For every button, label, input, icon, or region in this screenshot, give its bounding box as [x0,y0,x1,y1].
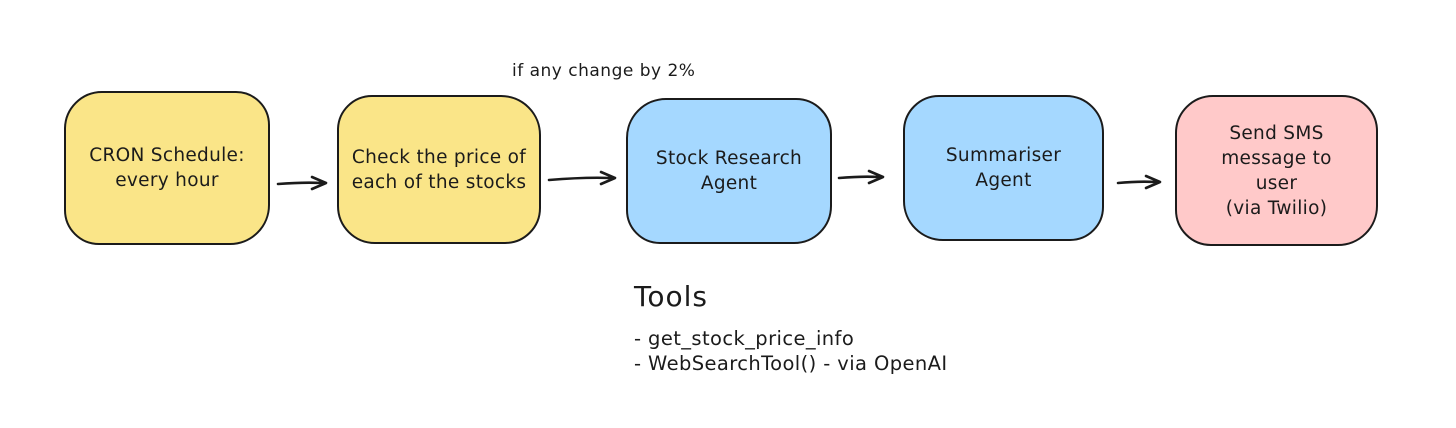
flow-node-cron-schedule: CRON Schedule: every hour [64,91,270,245]
arrow-icon [547,170,617,186]
flow-node-send-sms: Send SMS message to user (via Twilio) [1175,95,1378,246]
flow-node-check-price: Check the price of each of the stocks [337,95,541,244]
flow-node-stock-research-agent: Stock Research Agent [626,98,832,244]
edge-condition-label: if any change by 2% [512,61,696,81]
tools-item: - get_stock_price_info [634,327,855,350]
tools-title: Tools [634,280,708,313]
tools-section: Tools - get_stock_price_info - WebSearch… [634,280,948,376]
arrow-icon [837,169,885,185]
tools-item: - WebSearchTool() - via OpenAI [634,352,948,375]
arrow-icon [1116,174,1162,190]
flow-node-summariser-agent: Summariser Agent [903,95,1104,241]
arrow-icon [276,175,328,191]
